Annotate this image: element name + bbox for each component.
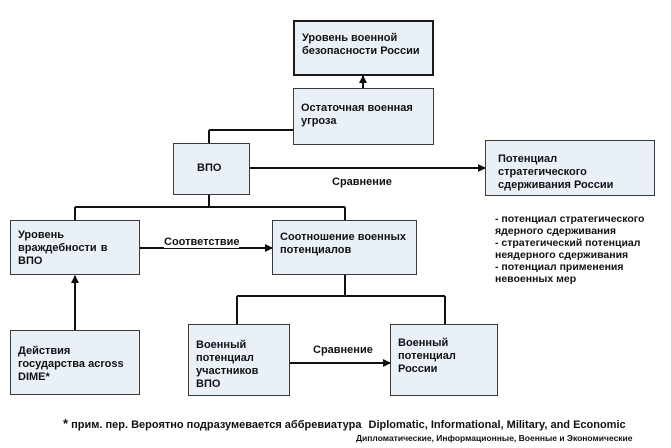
footnote-text: прим. пер. Вероятно подразумевается аббр… bbox=[71, 419, 362, 431]
hostility-level-text: Уровень враждебности в ВПО bbox=[18, 229, 108, 267]
footnote: * прим. пер. Вероятно подразумевается аб… bbox=[63, 416, 626, 431]
deterrence-potential-text: Потенциал стратегического сдерживания Ро… bbox=[498, 153, 614, 191]
hostility-level-box: Уровень враждебности в ВПО bbox=[10, 220, 140, 275]
correspondence-label: Соответствие bbox=[164, 236, 240, 248]
footnote-expansion: Diplomatic, Informational, Military, and… bbox=[368, 419, 626, 431]
state-actions-box: Действия государства across DIME* bbox=[10, 330, 140, 395]
participants-potential-box: Военный потенциал участников ВПО bbox=[188, 324, 290, 396]
vpo-text: ВПО bbox=[197, 162, 222, 174]
deterrence-component-item: - потенциал стратегического ядерного сде… bbox=[495, 213, 645, 237]
state-actions-text: Действия государства across DIME* bbox=[18, 345, 124, 383]
residual-threat-text: Остаточная военная угроза bbox=[301, 102, 413, 127]
military-balance-text: Соотношение военных потенциалов bbox=[280, 231, 406, 256]
deterrence-potential-box: Потенциал стратегического сдерживания Ро… bbox=[485, 140, 655, 196]
military-balance-box: Соотношение военных потенциалов bbox=[272, 220, 417, 275]
participants-potential-text: Военный потенциал участников ВПО bbox=[196, 339, 259, 390]
comparison-top-label: Сравнение bbox=[332, 176, 392, 188]
footnote-marker: * bbox=[63, 416, 69, 431]
vpo-box: ВПО bbox=[173, 143, 250, 195]
russia-potential-box: Военный потенциал России bbox=[390, 324, 498, 396]
security-level-box: Уровень военной безопасности России bbox=[293, 20, 434, 76]
residual-threat-box: Остаточная военная угроза bbox=[293, 88, 434, 145]
deterrence-components-list: - потенциал стратегического ядерного сде… bbox=[495, 213, 665, 285]
deterrence-component-item: - стратегический потенциал неядерного сд… bbox=[495, 237, 641, 261]
russia-potential-text: Военный потенциал России bbox=[398, 337, 456, 375]
comparison-bottom-label: Сравнение bbox=[313, 344, 373, 356]
deterrence-component-item: - потенциал применения невоенных мер bbox=[495, 261, 624, 285]
security-level-text: Уровень военной безопасности России bbox=[302, 32, 420, 57]
footnote-translation: Дипломатические, Информационные, Военные… bbox=[356, 433, 633, 443]
